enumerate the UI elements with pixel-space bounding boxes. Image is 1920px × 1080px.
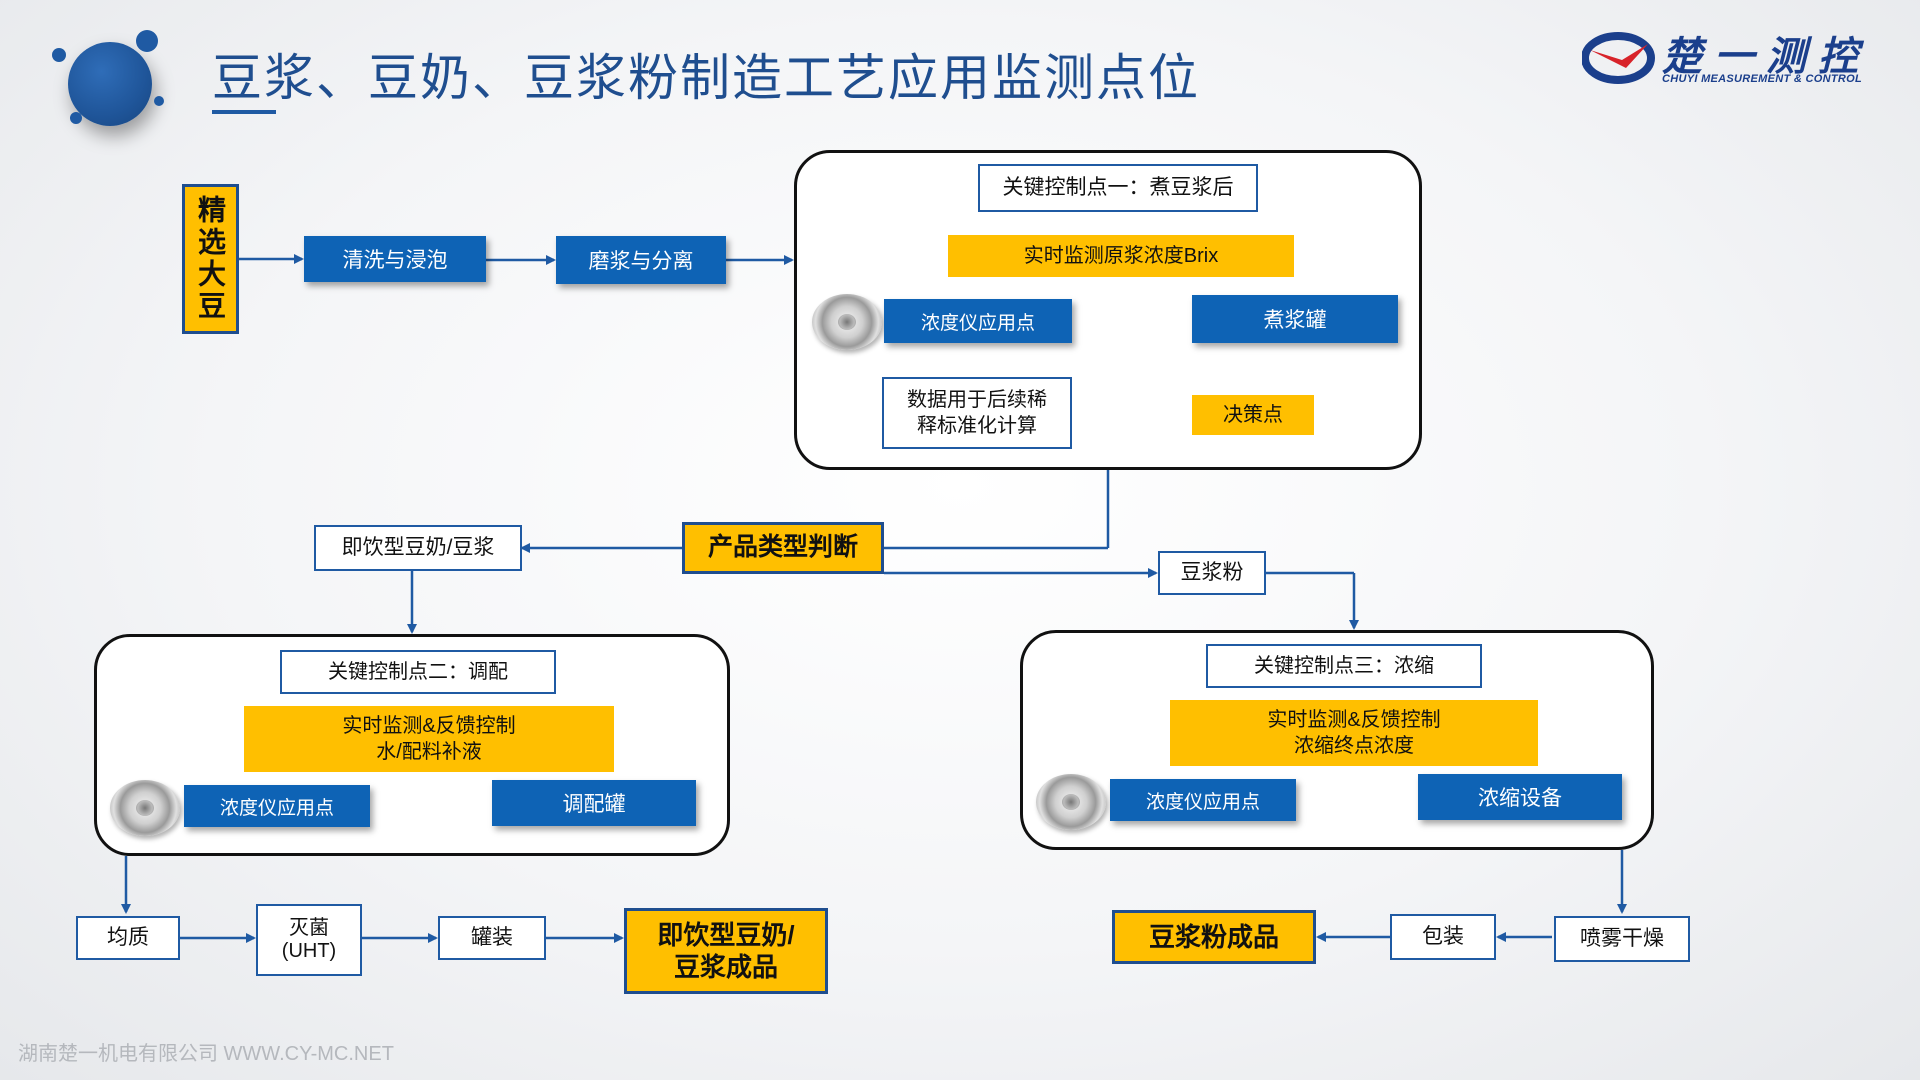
final-soy-powder: 豆浆粉成品 (1112, 910, 1316, 964)
branch-soy-powder: 豆浆粉 (1158, 551, 1266, 595)
ccp3-title: 关键控制点三：浓缩 (1206, 644, 1482, 688)
ccp1-data-note: 数据用于后续稀 释标准化计算 (882, 377, 1072, 449)
ccp1-cooking-tank: 煮浆罐 (1192, 295, 1398, 343)
title-underline (212, 110, 276, 114)
page-title: 豆浆、豆奶、豆浆粉制造工艺应用监测点位 (212, 50, 1200, 106)
final-rtd-line1: 即饮型豆奶/ (657, 919, 795, 950)
ccp3-monitor: 实时监测&反馈控制 浓缩终点浓度 (1170, 700, 1538, 766)
start-selected-soybeans: 精选大豆 (182, 184, 239, 334)
ccp1-title: 关键控制点一：煮豆浆后 (978, 164, 1258, 212)
densitometer-sensor-icon (812, 294, 882, 350)
ccp3-monitor-line1: 实时监测&反馈控制 (1267, 709, 1441, 731)
header-logo-circle (68, 42, 152, 126)
branch-ready-to-drink: 即饮型豆奶/豆浆 (314, 525, 522, 571)
step-spray-drying: 喷雾干燥 (1554, 916, 1690, 962)
sterilize-line2: (UHT) (281, 940, 337, 962)
ccp3-concentrator: 浓缩设备 (1418, 774, 1622, 820)
ccp1-decision-point: 决策点 (1192, 395, 1314, 435)
step-homogenize: 均质 (76, 916, 180, 960)
footer-company: 湖南楚一机电有限公司 WWW.CY-MC.NET (18, 1043, 394, 1065)
brand-logo-icon (1582, 32, 1655, 84)
step-packaging: 包装 (1390, 914, 1496, 960)
sterilize-line1: 灭菌 (289, 917, 329, 939)
ccp1-meter-point: 浓度仪应用点 (884, 299, 1072, 343)
step-wash-soak: 清洗与浸泡 (304, 236, 486, 282)
densitometer-sensor-icon (1036, 774, 1106, 830)
ccp2-monitor: 实时监测&反馈控制 水/配料补液 (244, 706, 614, 772)
ccp2-title: 关键控制点二：调配 (280, 650, 556, 694)
logo-dot (136, 30, 158, 52)
final-ready-to-drink: 即饮型豆奶/ 豆浆成品 (624, 908, 828, 994)
step-sterilize-uht: 灭菌 (UHT) (256, 904, 362, 976)
ccp1-data-line2: 释标准化计算 (917, 415, 1037, 437)
final-rtd-line2: 豆浆成品 (673, 952, 778, 982)
product-type-judgement: 产品类型判断 (682, 522, 884, 574)
step-filling: 罐装 (438, 916, 546, 960)
logo-dot (52, 48, 66, 62)
ccp1-monitor: 实时监测原浆浓度Brix (948, 235, 1294, 277)
ccp2-meter-point: 浓度仪应用点 (184, 785, 370, 827)
logo-dot (70, 112, 82, 124)
logo-dot (154, 96, 164, 106)
ccp2-blending-tank: 调配罐 (492, 780, 696, 826)
ccp2-monitor-line2: 水/配料补液 (376, 741, 482, 763)
ccp3-meter-point: 浓度仪应用点 (1110, 779, 1296, 821)
ccp3-monitor-line2: 浓缩终点浓度 (1294, 735, 1414, 757)
ccp1-data-line1: 数据用于后续稀 (907, 389, 1047, 411)
step-grind-separate: 磨浆与分离 (556, 236, 726, 284)
ccp2-monitor-line1: 实时监测&反馈控制 (342, 715, 516, 737)
brand-tagline: CHUYI MEASUREMENT & CONTROL (1662, 73, 1862, 85)
brand-name: 楚一测控 (1662, 35, 1870, 79)
densitometer-sensor-icon (110, 780, 180, 836)
